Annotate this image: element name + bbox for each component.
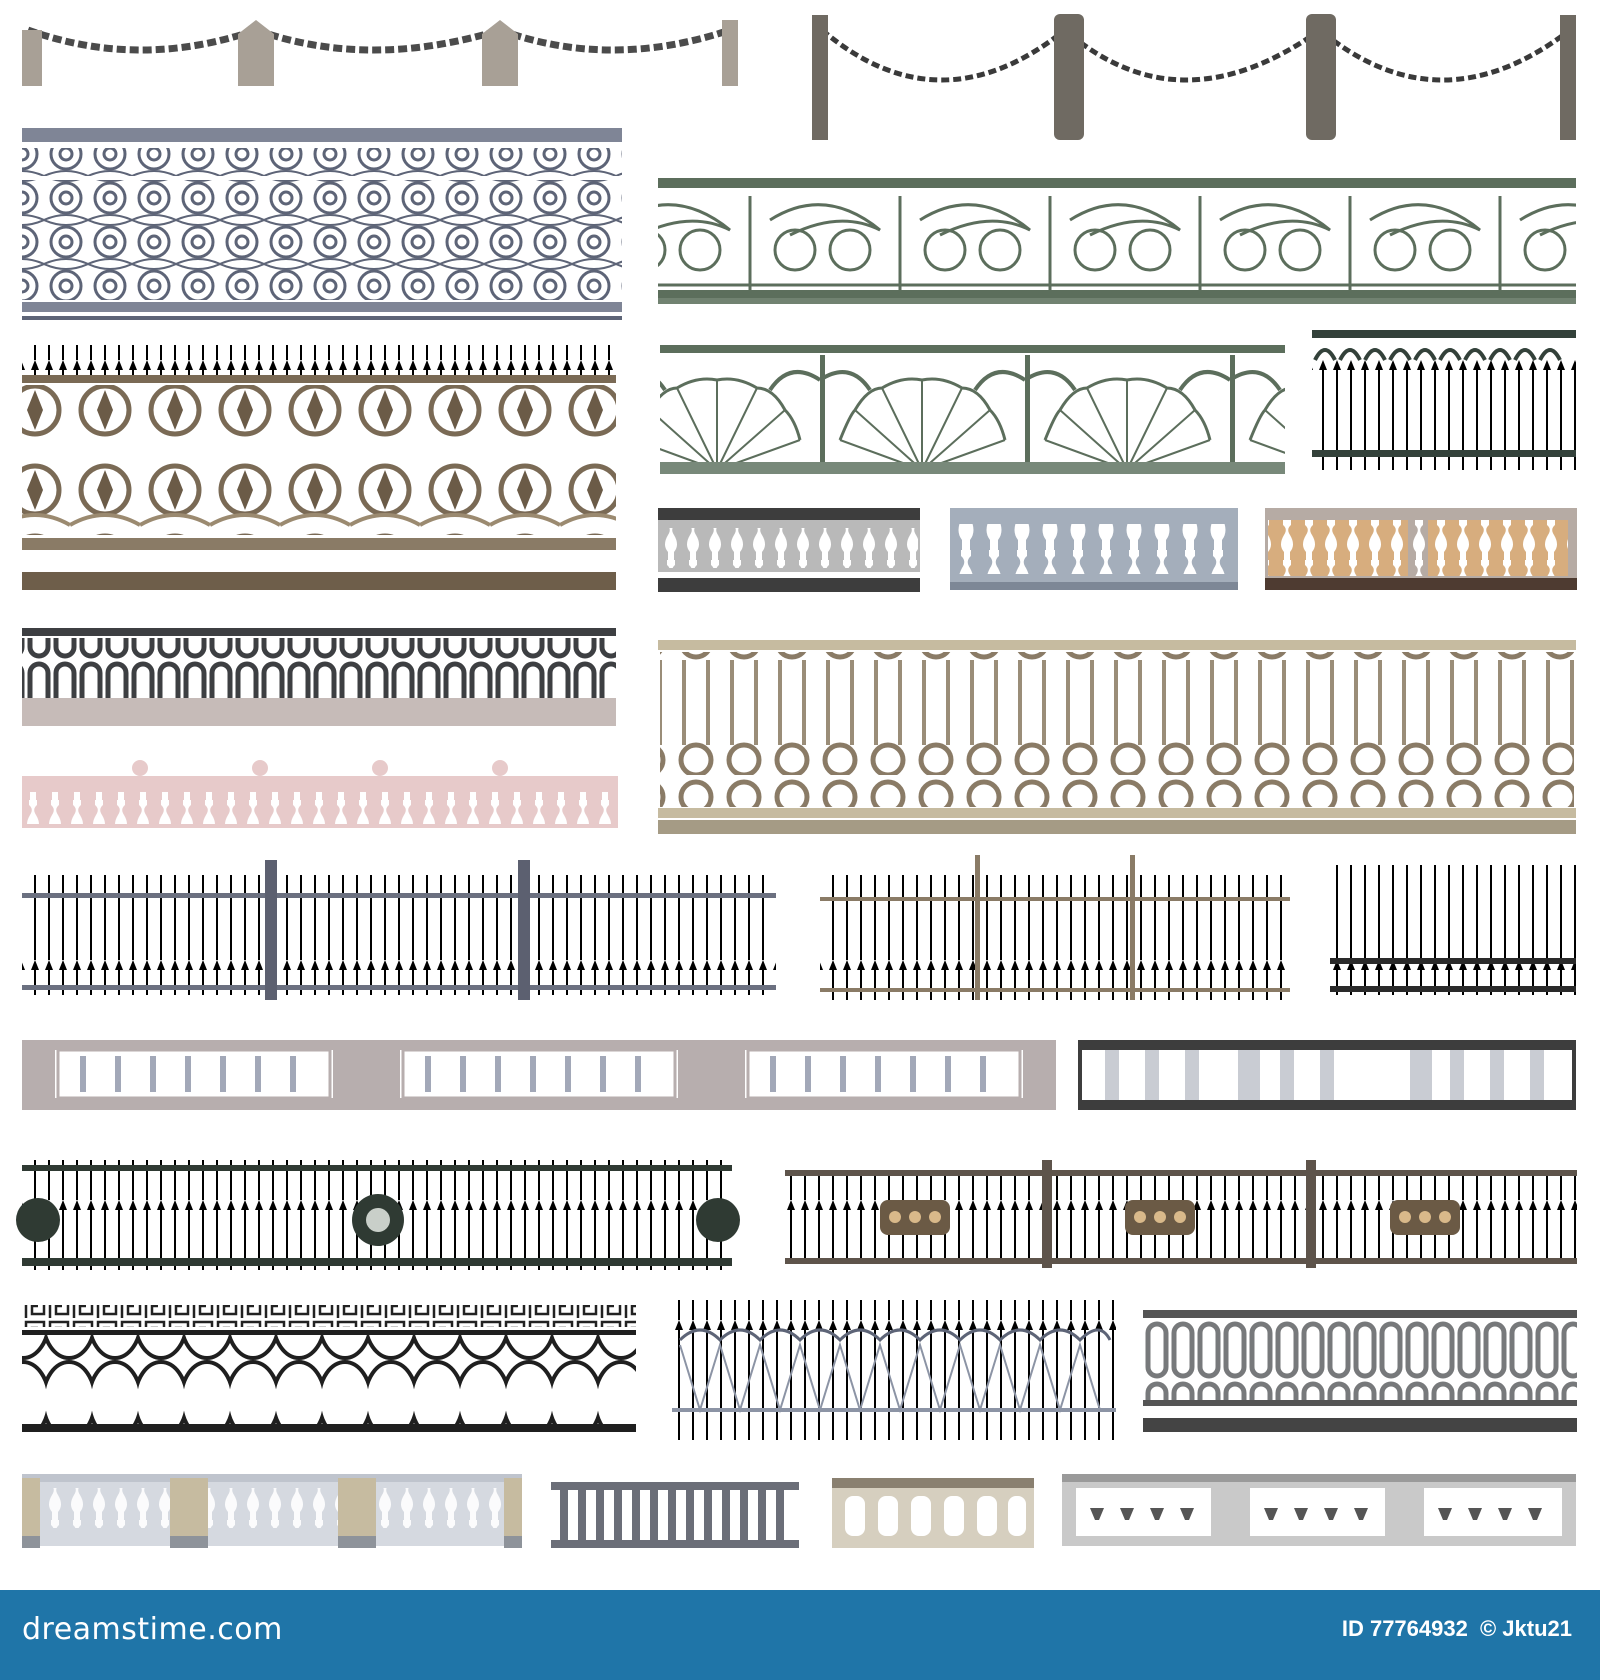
greek-key-ovals-fence	[22, 1305, 636, 1432]
spiked-bronze-fence	[820, 855, 1290, 1000]
silver-spiked-fence	[672, 1300, 1116, 1440]
chain-lowposts-fence	[22, 20, 738, 86]
green-medallion-fence	[16, 1160, 740, 1270]
fan-green-fence	[660, 345, 1285, 474]
ornate-beige-fence	[658, 640, 1576, 834]
image-credit: ID 77764932 © Jktu21	[1336, 1616, 1572, 1642]
balustrade-vase	[1062, 1474, 1576, 1546]
balustrade-grey-dark	[658, 508, 920, 592]
oval-grey-fence	[1143, 1310, 1577, 1432]
curl-top-bars-fence	[1312, 330, 1576, 470]
author-label: © Jktu21	[1479, 1616, 1572, 1641]
watermark-footer-bar: dreamstime.com ID 77764932 © Jktu21	[0, 1590, 1600, 1680]
brown-shield-fence	[785, 1160, 1577, 1268]
balustrade-blue-grey	[950, 508, 1238, 590]
spiked-black-fence	[1330, 865, 1576, 995]
fence-pattern-sheet	[16, 14, 1577, 1548]
spiked-steel-fence	[22, 860, 776, 1000]
scroll-lattice-fence	[22, 128, 622, 320]
brand-logo-text[interactable]: dreamstime.com	[22, 1612, 283, 1647]
loops-dark-fence	[22, 628, 616, 726]
bronze-spiked-fence	[22, 345, 616, 590]
leaf-scroll-green-fence	[658, 178, 1576, 304]
balustrade-slate	[551, 1482, 799, 1548]
balustrade-mauve	[22, 1040, 1056, 1110]
balustrade-tan	[1265, 508, 1577, 590]
balustrade-light-grey	[1078, 1040, 1576, 1110]
chain-bollards-fence	[812, 14, 1576, 140]
balustrade-beige-posts	[22, 1474, 522, 1548]
balustrade-pink	[22, 760, 618, 828]
image-id-label: ID 77764932	[1341, 1616, 1468, 1641]
balustrade-sand	[832, 1478, 1034, 1548]
